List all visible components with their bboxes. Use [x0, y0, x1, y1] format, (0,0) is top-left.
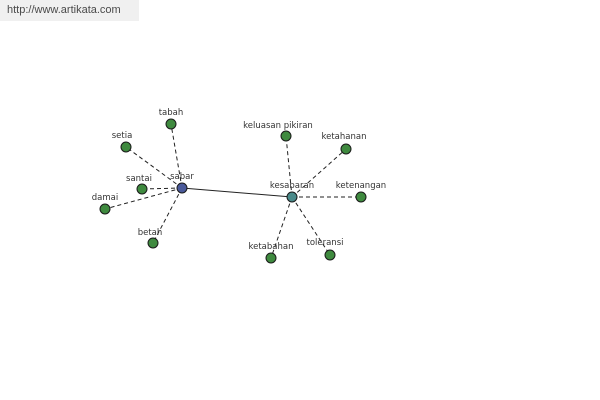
edge-sabar-damai — [104, 187, 183, 210]
node-santai[interactable] — [136, 183, 148, 195]
node-keluasan-pikiran[interactable] — [280, 130, 292, 142]
node-label-ketenangan[interactable]: ketenangan — [336, 181, 386, 191]
nodes-layer — [99, 118, 367, 264]
node-setia[interactable] — [120, 141, 132, 153]
node-sabar[interactable] — [176, 182, 188, 194]
node-ketabahan[interactable] — [265, 252, 277, 264]
node-ketahanan[interactable] — [340, 143, 352, 155]
edge-sabar-betah — [152, 187, 183, 244]
edge-kesabaran-ketabahan — [270, 196, 293, 259]
node-tabah[interactable] — [165, 118, 177, 130]
edge-sabar-santai — [141, 187, 183, 190]
edge-kesabaran-toleransi — [291, 196, 331, 256]
edge-sabar-tabah — [170, 123, 183, 189]
node-label-ketahanan[interactable]: ketahanan — [322, 132, 367, 142]
labels-layer: sabar kesabaran tabah setia santai damai betah… — [92, 108, 386, 252]
edge-kesabaran-ketahanan — [291, 148, 347, 198]
edge-kesabaran-keluasan-pikiran — [285, 135, 293, 198]
edge-sabar-kesabaran — [181, 187, 293, 198]
node-ketenangan[interactable] — [355, 191, 367, 203]
node-damai[interactable] — [99, 203, 111, 215]
node-label-keluasan-pikiran[interactable]: keluasan pikiran — [243, 121, 313, 131]
node-label-setia[interactable]: setia — [112, 131, 133, 141]
edge-sabar-setia — [125, 146, 183, 189]
node-label-tabah[interactable]: tabah — [159, 108, 184, 118]
node-label-ketabahan[interactable]: ketabahan — [249, 242, 294, 252]
node-label-betah[interactable]: betah — [138, 228, 163, 238]
node-label-sabar[interactable]: sabar — [170, 172, 194, 182]
node-label-damai[interactable]: damai — [92, 193, 118, 203]
node-label-santai[interactable]: santai — [126, 174, 152, 184]
node-label-toleransi[interactable]: toleransi — [306, 238, 343, 248]
node-kesabaran[interactable] — [286, 191, 298, 203]
node-label-kesabaran[interactable]: kesabaran — [270, 181, 314, 191]
source-url: http://www.artikata.com — [0, 0, 139, 21]
node-betah[interactable] — [147, 237, 159, 249]
node-toleransi[interactable] — [324, 249, 336, 261]
edges-layer — [104, 123, 361, 259]
